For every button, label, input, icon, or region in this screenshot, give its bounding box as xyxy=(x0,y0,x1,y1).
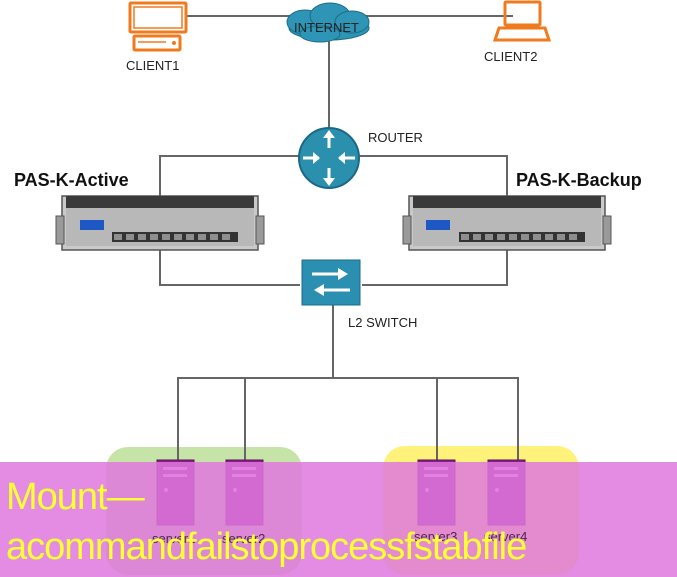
appliance-active xyxy=(55,195,265,251)
switch-icon xyxy=(301,259,361,306)
label-switch: L2 SWITCH xyxy=(348,315,418,330)
label-internet: INTERNET xyxy=(294,20,359,35)
client1-desktop-icon xyxy=(128,1,188,52)
label-client1: CLIENT1 xyxy=(126,58,180,73)
label-backup: PAS-K-Backup xyxy=(516,170,642,190)
label-router: ROUTER xyxy=(368,130,423,145)
label-server2: server2 xyxy=(222,531,266,546)
caption-line-2: acommandfailstoprocessfstabfile xyxy=(6,526,527,568)
label-active: PAS-K-Active xyxy=(14,170,129,190)
label-server4: server4 xyxy=(484,529,528,544)
label-server3: server3 xyxy=(414,529,458,544)
client2-laptop-icon xyxy=(492,0,552,42)
router-icon xyxy=(298,127,360,189)
caption-line-1: Mount— xyxy=(6,476,145,518)
appliance-backup xyxy=(402,195,612,251)
caption-banner xyxy=(0,462,677,577)
label-server1: server1 xyxy=(152,531,196,546)
internet-cloud-icon xyxy=(286,2,370,43)
label-client2: CLIENT2 xyxy=(484,49,538,64)
